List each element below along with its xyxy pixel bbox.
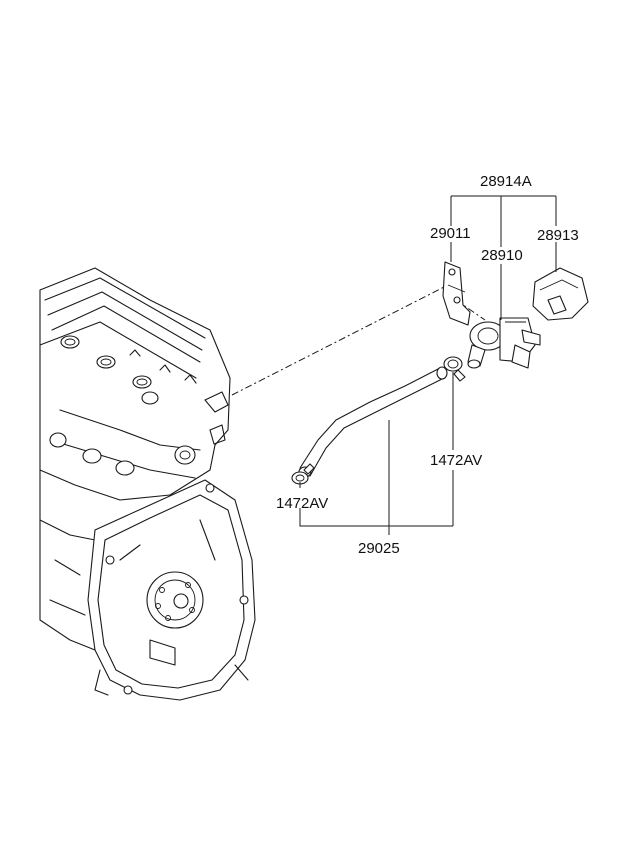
- part-label-1472AV-right: 1472AV: [430, 452, 483, 469]
- part-label-28914A: 28914A: [480, 173, 532, 190]
- hose-29025: [298, 366, 448, 478]
- part-label-29011: 29011: [430, 225, 471, 242]
- part-label-1472AV-left: 1472AV: [276, 495, 329, 512]
- part-label-28910: 28910: [481, 247, 523, 264]
- part-label-28913: 28913: [537, 227, 579, 244]
- leader-lines: [299, 195, 557, 535]
- alignment-line: [231, 284, 449, 396]
- engine-block-illustration: [39, 267, 256, 701]
- clamp-1472AV-right-illustration: [443, 356, 466, 382]
- clamp-1472AV-left-illustration: [291, 463, 315, 485]
- part-label-29025: 29025: [358, 540, 400, 557]
- bracket-29011: [442, 261, 471, 326]
- purge-control-valve-28910: [467, 317, 541, 369]
- connector-28913: [532, 267, 589, 321]
